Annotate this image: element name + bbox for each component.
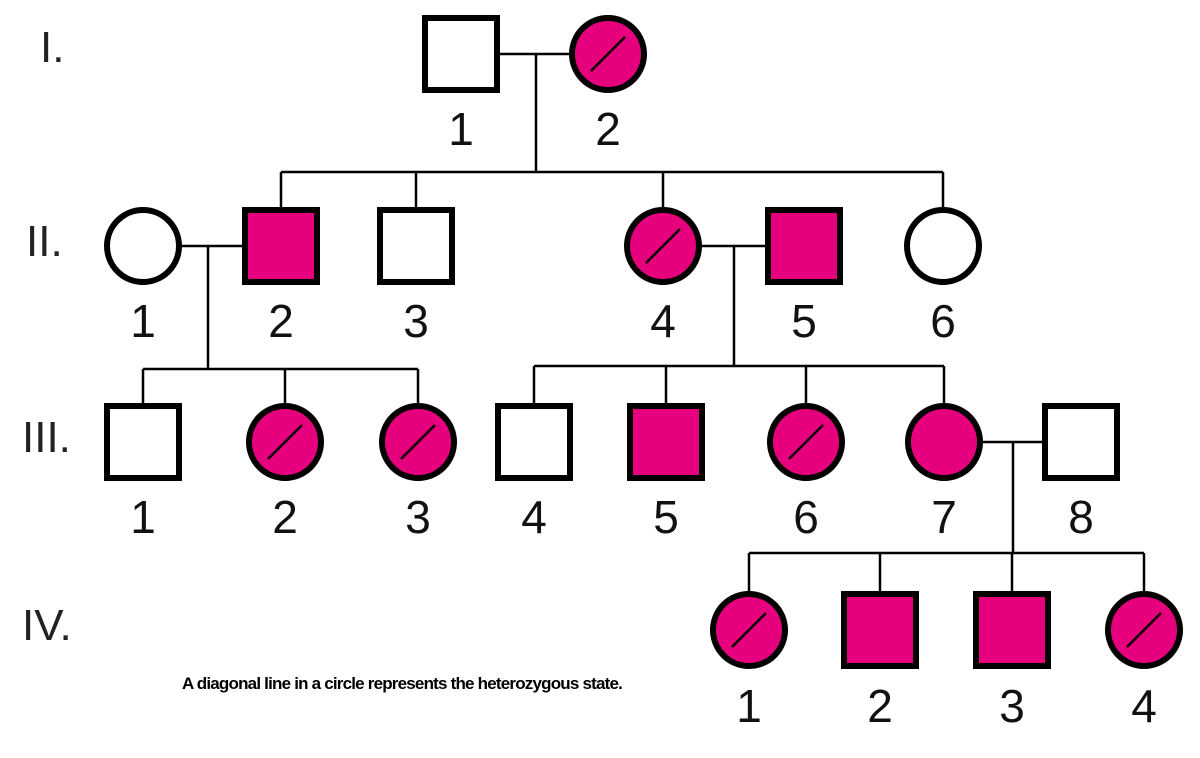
male-affected-symbol [627, 403, 705, 481]
female-unaffected-symbol [104, 207, 182, 285]
individual-number: 5 [791, 295, 817, 347]
individual-number: 2 [867, 680, 893, 732]
heterozygous-slash [645, 228, 681, 264]
male-affected-symbol [242, 207, 320, 285]
individual-number: 2 [268, 295, 294, 347]
male-unaffected-symbol [1042, 403, 1120, 481]
heterozygous-slash [788, 424, 824, 460]
heterozygous-slash [400, 424, 436, 460]
individual-number: 7 [931, 491, 957, 543]
individual-number: 4 [650, 295, 676, 347]
heterozygous-slash [590, 36, 626, 72]
individual-number: 4 [1131, 680, 1157, 732]
heterozygous-slash [1126, 612, 1162, 648]
male-affected-symbol [765, 207, 843, 285]
individual-number: 1 [130, 295, 156, 347]
individual-number: 8 [1068, 491, 1094, 543]
female-affected-symbol [905, 403, 983, 481]
generation-label: II. [26, 217, 63, 266]
heterozygous-slash [267, 424, 303, 460]
individual-number: 2 [595, 103, 621, 155]
individual-number: 1 [130, 491, 156, 543]
pedigree-individuals [104, 15, 1183, 669]
individual-number: 5 [653, 491, 679, 543]
male-unaffected-symbol [377, 207, 455, 285]
individual-number: 1 [736, 680, 762, 732]
individual-number: 3 [999, 680, 1025, 732]
female-unaffected-symbol [904, 207, 982, 285]
individual-number: 2 [272, 491, 298, 543]
generation-label: I. [40, 23, 64, 72]
individual-number: 3 [403, 295, 429, 347]
male-unaffected-symbol [104, 403, 182, 481]
male-affected-symbol [841, 591, 919, 669]
heterozygous-slash [731, 612, 767, 648]
heterozygous-note: A diagonal line in a circle represents t… [182, 674, 622, 693]
individual-number: 1 [448, 103, 474, 155]
individual-number: 6 [930, 295, 956, 347]
male-unaffected-symbol [422, 15, 500, 93]
individual-number: 6 [793, 491, 819, 543]
generation-label: III. [22, 413, 71, 462]
individual-number: 4 [521, 491, 547, 543]
individual-number: 3 [405, 491, 431, 543]
male-affected-symbol [973, 591, 1051, 669]
male-unaffected-symbol [495, 403, 573, 481]
generation-label: IV. [22, 601, 72, 650]
